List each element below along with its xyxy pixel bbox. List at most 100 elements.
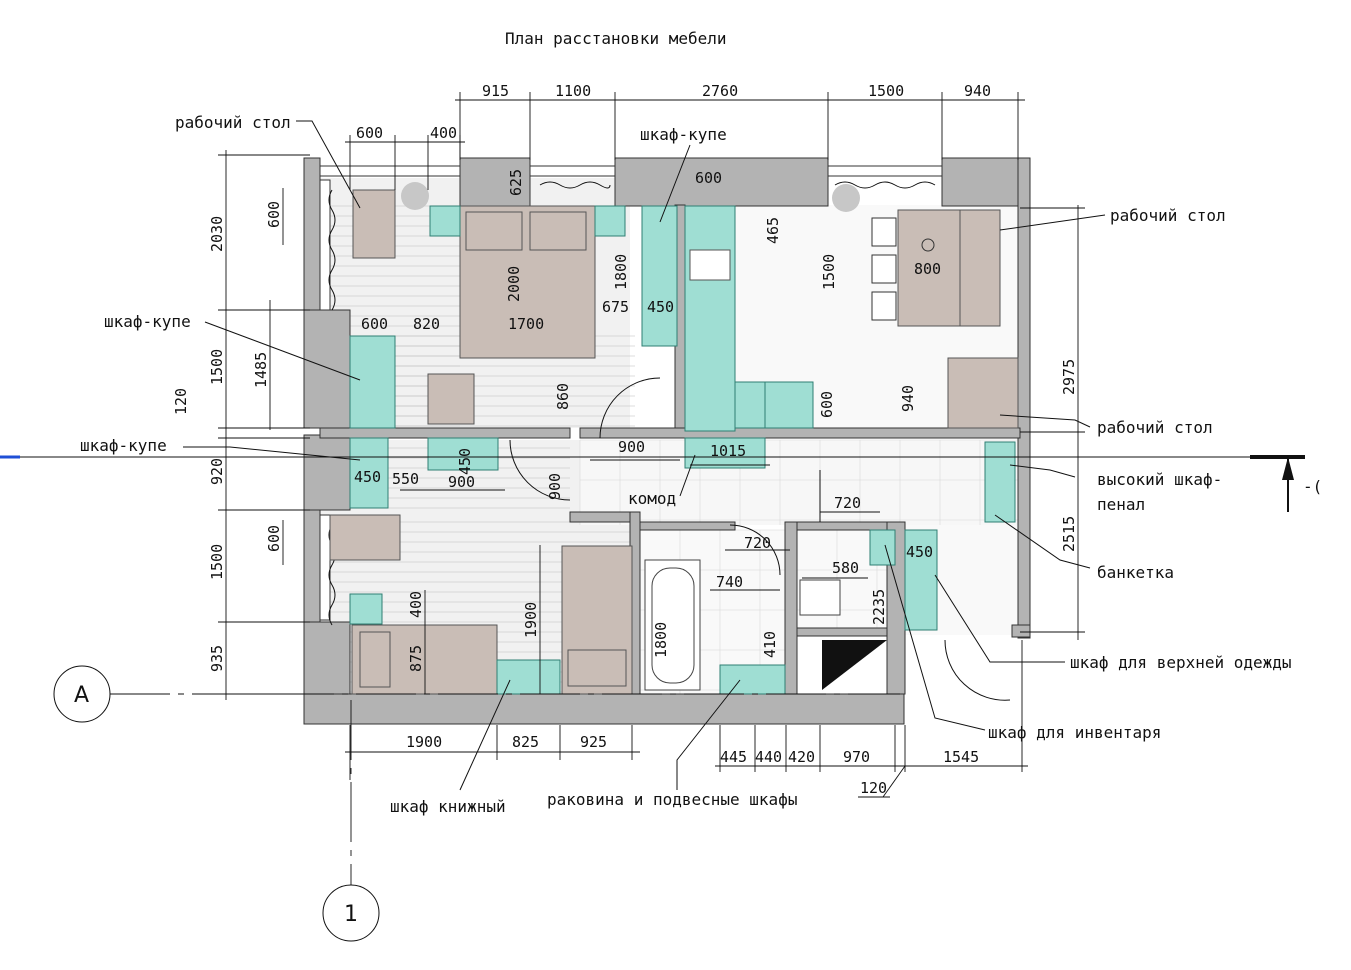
- dim-1500: 1500: [868, 82, 904, 100]
- desk: [352, 189, 396, 259]
- dim-600: 600: [265, 201, 283, 228]
- dim-120: 120: [860, 779, 887, 797]
- axis-a-label: A: [74, 683, 89, 708]
- dim-1900: 1900: [522, 602, 540, 638]
- grid-axes: A 1 -(: [0, 455, 1322, 942]
- label-tall-cabinet: высокий шкаф-: [1097, 470, 1222, 489]
- dim-825: 825: [512, 733, 539, 751]
- dim-740: 740: [716, 573, 743, 591]
- desk: [959, 209, 1001, 327]
- label-desk: рабочий стол: [175, 113, 291, 132]
- windows: [319, 165, 943, 626]
- wardrobe: [349, 437, 389, 509]
- label-outerwear-cabinet: шкаф для верхней одежды: [1070, 653, 1292, 672]
- dresser: [684, 437, 766, 469]
- dim-1700: 1700: [508, 315, 544, 333]
- dim-1900: 1900: [406, 733, 442, 751]
- dim-720: 720: [834, 494, 861, 512]
- dim-420: 420: [788, 748, 815, 766]
- dim-600: 600: [265, 525, 283, 552]
- fridge: [764, 381, 814, 429]
- outerwear-cabinet: [904, 529, 938, 631]
- label-wardrobe: шкаф-купе: [640, 125, 727, 144]
- dim-920: 920: [208, 458, 226, 485]
- dim-875: 875: [407, 645, 425, 672]
- tall-cabinet: [984, 441, 1016, 523]
- dim-2975: 2975: [1060, 359, 1078, 395]
- wardrobe: [349, 335, 396, 429]
- label-bench: банкетка: [1097, 563, 1174, 582]
- dim-1500: 1500: [820, 254, 838, 290]
- dim-2030: 2030: [208, 216, 226, 252]
- dim-1800: 1800: [612, 254, 630, 290]
- sink: [689, 249, 731, 281]
- dim-440: 440: [755, 748, 782, 766]
- dim-600: 600: [818, 391, 836, 418]
- nightstand: [429, 205, 461, 237]
- dim-2235: 2235: [870, 589, 888, 625]
- dining-table: [897, 209, 961, 327]
- label-wardrobe: шкаф-купе: [104, 312, 191, 331]
- dim-720: 720: [744, 534, 771, 552]
- dim-600: 600: [695, 169, 722, 187]
- toilet: [799, 579, 841, 616]
- dim-625: 625: [507, 169, 525, 196]
- furniture: [329, 189, 1019, 695]
- label-wardrobe: шкаф-купе: [80, 436, 167, 455]
- dim-1485: 1485: [252, 352, 270, 388]
- dim-120: 120: [172, 388, 190, 415]
- dim-600: 600: [356, 124, 383, 142]
- label-tall-cabinet-2: пенал: [1097, 495, 1145, 514]
- section-mark: -(: [1303, 477, 1322, 496]
- label-sink: раковина и подвесные шкафы: [547, 790, 797, 809]
- dim-450: 450: [456, 448, 474, 475]
- dim-675: 675: [602, 298, 629, 316]
- dim-800: 800: [914, 260, 941, 278]
- dim-925: 925: [580, 733, 607, 751]
- pillow: [529, 211, 587, 251]
- dim-1500: 1500: [208, 544, 226, 580]
- label-inventory-cabinet: шкаф для инвентаря: [988, 723, 1161, 742]
- dim-900: 900: [546, 473, 564, 500]
- dim-900: 900: [448, 473, 475, 491]
- plan-title: План расстановки мебели: [505, 29, 727, 48]
- dimension-lines: [218, 92, 1085, 798]
- inventory-cabinet: [869, 529, 896, 566]
- furniture-labels: рабочий стол шкаф-купе рабочий стол шкаф…: [80, 113, 1292, 816]
- dim-550: 550: [392, 470, 419, 488]
- dim-935: 935: [208, 645, 226, 672]
- pillow: [465, 211, 523, 251]
- axis-1-label: 1: [344, 902, 358, 927]
- leader-lines: [183, 120, 1106, 791]
- dresser: [427, 437, 499, 471]
- dim-450: 450: [906, 543, 933, 561]
- dim-1800: 1800: [652, 622, 670, 658]
- plant-icon: [832, 184, 860, 212]
- dim-445: 445: [720, 748, 747, 766]
- kitchen-unit: [684, 205, 736, 432]
- dim-2000: 2000: [505, 266, 523, 302]
- label-bookcase: шкаф книжный: [390, 797, 506, 816]
- label-desk: рабочий стол: [1110, 206, 1226, 225]
- armchair: [427, 373, 475, 425]
- dim-2760: 2760: [702, 82, 738, 100]
- shaft: [822, 640, 887, 690]
- dim-940: 940: [899, 385, 917, 412]
- dim-900: 900: [618, 438, 645, 456]
- dim-450: 450: [354, 468, 381, 486]
- wardrobe: [641, 205, 678, 347]
- dim-410: 410: [761, 631, 779, 658]
- label-dresser: комод: [628, 489, 676, 508]
- desk: [947, 357, 1019, 429]
- label-desk: рабочий стол: [1097, 418, 1213, 437]
- dim-1100: 1100: [555, 82, 591, 100]
- nightstand: [594, 205, 626, 237]
- dim-400: 400: [430, 124, 457, 142]
- dim-450: 450: [647, 298, 674, 316]
- sink-cabinet: [719, 664, 786, 695]
- plant-icon: [401, 182, 429, 210]
- sofa-cushion: [359, 631, 391, 688]
- dim-940: 940: [964, 82, 991, 100]
- dim-1015: 1015: [710, 442, 746, 460]
